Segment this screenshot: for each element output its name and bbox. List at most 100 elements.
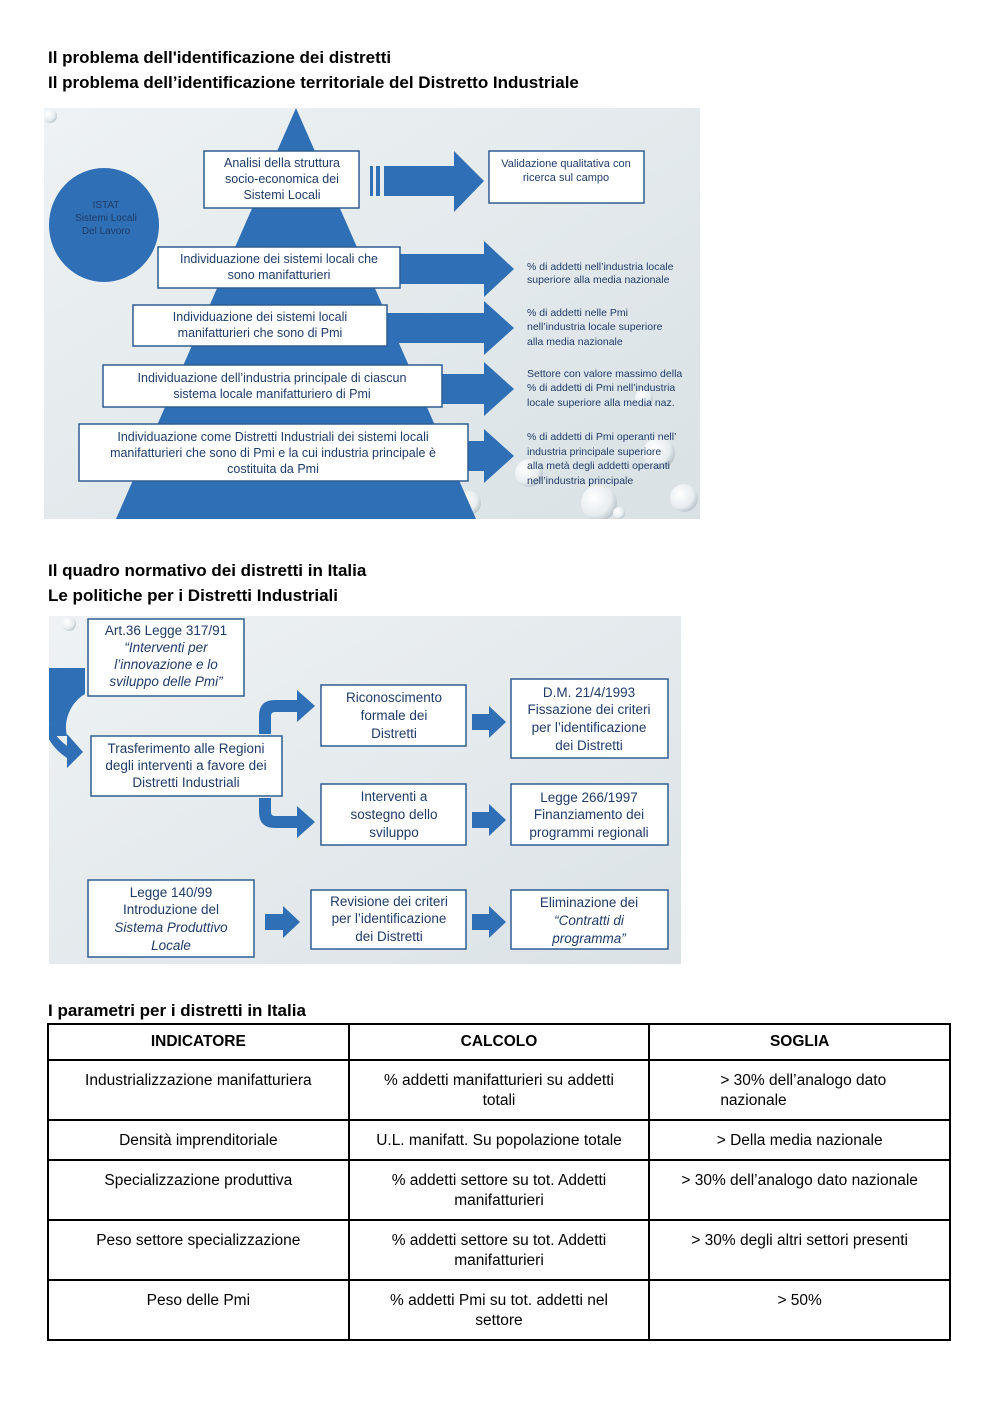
bent-arrow-up-icon — [259, 690, 315, 734]
transfer-line-3: Distretti Industriali — [132, 775, 239, 790]
table-row: Specializzazione produttiva % addetti se… — [47, 1159, 951, 1221]
law-140-line-2: Introduzione del — [123, 902, 219, 917]
transfer-box: Trasferimento alle Regioni degli interve… — [90, 735, 283, 797]
section3-heading: I parametri per i distretti in Italia — [48, 1001, 306, 1020]
policies-diagram: Art.36 Legge 317/91 “Interventi per l’in… — [49, 616, 681, 964]
dm-line-3: per l’identificazione — [532, 720, 647, 735]
step-2-note-line-2: nell’industria locale superiore — [527, 321, 663, 333]
step-1-box-line-2: sono manifatturieri — [228, 268, 331, 282]
table-row: Peso delle Pmi % addetti Pmi su tot. add… — [47, 1279, 951, 1341]
support-line-3: sviluppo — [369, 825, 419, 840]
table-cell-indicatore: Industrializzazione manifatturiera — [47, 1059, 350, 1121]
arrow-right-icon — [454, 429, 514, 483]
step-3-box-line-1: Individuazione dell’industria principale… — [138, 371, 407, 385]
pyramid-diagram: ISTAT Sistemi Locali Del Lavoro Analisi … — [44, 108, 700, 519]
revision-line-3: dei Distretti — [355, 929, 423, 944]
table-cell-indicatore: Peso delle Pmi — [47, 1279, 350, 1341]
law-266-line-2: Finanziamento dei — [534, 807, 644, 822]
table-cell-indicatore: Peso settore specializzazione — [47, 1219, 350, 1281]
validation-box-line-1: Validazione qualitativa con — [501, 158, 630, 170]
law-317-line-1: Art.36 Legge 317/91 — [105, 623, 227, 638]
arrow-right-icon — [384, 241, 514, 297]
step-4-box-line-1: Individuazione come Distretti Industrial… — [117, 430, 428, 444]
step-4-box-line-2: manifatturieri che sono di Pmi e la cui … — [110, 446, 436, 460]
analysis-box-line-2: socio-economica dei — [225, 172, 339, 186]
support-box: Interventi a sostegno dello sviluppo — [320, 783, 467, 846]
revision-line-1: Revisione dei criteri — [330, 894, 448, 909]
step-2: Individuazione dei sistemi locali manifa… — [132, 301, 663, 355]
bent-arrow-down-icon — [259, 798, 315, 838]
table-cell-soglia: > 30% degli altri settori presenti — [648, 1219, 951, 1281]
table-cell-soglia: > 50% — [648, 1279, 951, 1341]
column-header-soglia: SOGLIA — [648, 1023, 951, 1061]
transfer-line-1: Trasferimento alle Regioni — [107, 741, 264, 756]
recognition-line-3: Distretti — [371, 726, 417, 741]
arrow-right-icon — [472, 706, 506, 738]
section1-heading-2: Il problema dell’identificazione territo… — [48, 73, 579, 92]
analysis-box: Analisi della struttura socio-economica … — [203, 150, 360, 209]
elimination-line-3: programma” — [551, 931, 626, 946]
table-row: Industrializzazione manifatturiera % add… — [47, 1059, 951, 1121]
revision-line-2: per l’identificazione — [332, 911, 447, 926]
validation-box: Validazione qualitativa con ricerca sul … — [488, 150, 645, 204]
step-4-note-line-1: % di addetti di Pmi operanti nell’ — [527, 431, 676, 443]
support-line-1: Interventi a — [361, 789, 428, 804]
recognition-line-2: formale dei — [361, 708, 428, 723]
section2-heading-2: Le politiche per i Distretti Industriali — [48, 586, 338, 605]
dm-line-2: Fissazione dei criteri — [527, 702, 650, 717]
law-317-line-3: l’innovazione e lo — [114, 657, 218, 672]
law-317-line-2: “Interventi per — [124, 640, 208, 655]
dm-line-4: dei Distretti — [555, 738, 623, 753]
table-cell-soglia: > 30% dell’analogo dato nazionale — [648, 1159, 951, 1221]
arrow-right-icon — [265, 906, 300, 938]
step-4: Individuazione come Distretti Industrial… — [78, 423, 676, 487]
section2-heading-1: Il quadro normativo dei distretti in Ita… — [48, 561, 367, 580]
step-2-box-line-1: Individuazione dei sistemi locali — [173, 310, 347, 324]
table-cell-soglia: > 30% dell’analogo dato nazionale — [648, 1059, 951, 1121]
table-cell-indicatore: Densità imprenditoriale — [47, 1119, 350, 1161]
table-cell-calcolo: % addetti settore su tot. Addetti manifa… — [347, 1219, 651, 1281]
analysis-box-line-3: Sistemi Locali — [243, 188, 320, 202]
transfer-line-2: degli interventi a favore dei — [105, 758, 266, 773]
curved-arrow-icon — [49, 668, 83, 768]
striped-arrow-icon — [370, 151, 484, 212]
law-266-box: Legge 266/1997 Finanziamento dei program… — [510, 783, 669, 846]
column-header-calcolo: CALCOLO — [347, 1023, 651, 1061]
table-cell-soglia: > Della media nazionale — [648, 1119, 951, 1161]
arrow-right-icon — [472, 804, 506, 836]
step-4-note-line-4: nell’industria principale — [527, 475, 633, 487]
law-140-line-3: Sistema Produttivo — [114, 920, 228, 935]
table-row: Densità imprenditoriale U.L. manifatt. S… — [47, 1119, 951, 1161]
step-1-box-line-1: Individuazione dei sistemi locali che — [180, 252, 378, 266]
istat-circle-line-2: Sistemi Locali — [75, 213, 137, 224]
dm-1993-box: D.M. 21/4/1993 Fissazione dei criteri pe… — [510, 678, 669, 759]
recognition-box: Riconoscimento formale dei Distretti — [320, 684, 467, 747]
column-header-indicatore: INDICATORE — [47, 1023, 350, 1061]
law-140-box: Legge 140/99 Introduzione del Sistema Pr… — [87, 879, 255, 958]
table-cell-calcolo: U.L. manifatt. Su popolazione totale — [347, 1119, 651, 1161]
curved-arrow-body — [49, 668, 85, 736]
law-140-line-1: Legge 140/99 — [130, 885, 213, 900]
analysis-box-line-1: Analisi della struttura — [224, 156, 340, 170]
step-1-note-line-2: superiore alla media nazionale — [527, 274, 670, 286]
recognition-line-1: Riconoscimento — [346, 690, 442, 705]
step-1: Individuazione dei sistemi locali che so… — [157, 241, 674, 297]
step-3-note-line-2: % di addetti di Pmi nell’industria — [527, 382, 675, 394]
step-3-note-line-1: Settore con valore massimo della — [527, 368, 682, 380]
step-1-note-line-1: % di addetti nell’industria locale — [527, 261, 674, 273]
table-cell-calcolo: % addetti Pmi su tot. addetti nel settor… — [347, 1279, 651, 1341]
table-header-row: INDICATORE CALCOLO SOGLIA — [47, 1023, 951, 1061]
step-2-note-line-1: % di addetti nelle Pmi — [527, 307, 628, 319]
section1-heading-1: Il problema dell'identificazione dei dis… — [48, 48, 392, 67]
water-droplet-decoration — [62, 617, 76, 631]
step-4-box-line-3: costituita da Pmi — [227, 462, 319, 476]
table-cell-calcolo: % addetti manifatturieri su addetti tota… — [347, 1059, 651, 1121]
support-line-2: sostegno dello — [350, 807, 437, 822]
dm-line-1: D.M. 21/4/1993 — [543, 685, 635, 700]
istat-circle-line-3: Del Lavoro — [82, 226, 131, 237]
arrow-right-icon — [472, 906, 506, 938]
step-3-box-line-2: sistema locale manifatturiero di Pmi — [173, 387, 370, 401]
parameters-table: INDICATORE CALCOLO SOGLIA Industrializza… — [47, 1023, 951, 1341]
istat-circle: ISTAT Sistemi Locali Del Lavoro — [49, 168, 159, 282]
step-3-note-line-3: locale superiore alla media naz. — [527, 397, 675, 409]
